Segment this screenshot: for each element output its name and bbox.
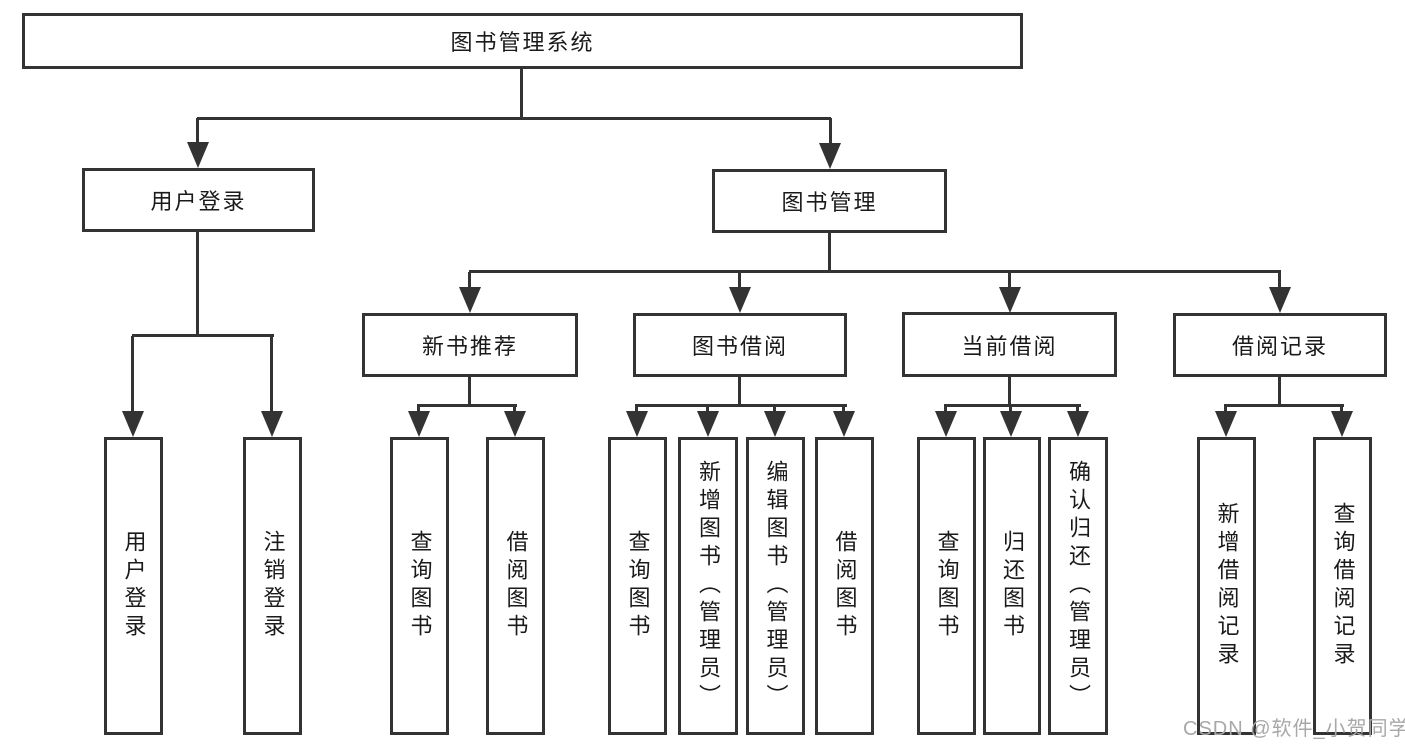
connector-line [706, 406, 709, 414]
connector-line [1278, 377, 1281, 406]
arrowhead-down-icon [408, 411, 430, 437]
connector-line [1008, 377, 1011, 406]
connector-line [1224, 406, 1227, 414]
leaf-add-books-admin: 新增图书（管理员） [678, 437, 738, 735]
arrowhead-down-icon [187, 142, 209, 168]
node-book-borrowing: 图书借阅 [633, 313, 847, 377]
arrowhead-down-icon [819, 143, 841, 169]
arrowhead-down-icon [833, 411, 855, 437]
leaf-borrow-books-2: 借阅图书 [815, 437, 874, 735]
arrowhead-down-icon [999, 287, 1021, 313]
connector-line [469, 270, 1281, 273]
connector-line [417, 406, 420, 414]
connector-line [197, 117, 831, 120]
connector-line [1009, 406, 1012, 414]
watermark: CSDN @软件_小贺同学 [1183, 718, 1405, 740]
connector-line [468, 377, 471, 406]
connector-line [944, 406, 947, 414]
arrowhead-down-icon [764, 411, 786, 437]
connector-line [829, 118, 832, 145]
leaf-borrow-books-1: 借阅图书 [486, 437, 545, 735]
arrowhead-down-icon [1269, 287, 1291, 313]
connector-line [520, 69, 523, 119]
leaf-confirm-return-admin: 确认归还（管理员） [1048, 437, 1108, 735]
leaf-user-login: 用户登录 [104, 437, 163, 735]
arrowhead-down-icon [626, 411, 648, 437]
connector-line [828, 233, 831, 273]
connector-line [196, 232, 199, 336]
arrowhead-down-icon [504, 411, 526, 437]
leaf-edit-books-admin: 编辑图书（管理员） [746, 437, 805, 735]
connector-line [1340, 406, 1343, 414]
connector-line [944, 404, 1081, 407]
leaf-query-borrow-record: 查询借阅记录 [1313, 437, 1372, 735]
connector-line [132, 334, 274, 337]
node-user-login: 用户登录 [82, 168, 315, 232]
connector-line [635, 406, 638, 414]
arrowhead-down-icon [935, 411, 957, 437]
arrowhead-down-icon [1000, 411, 1022, 437]
arrowhead-down-icon [261, 411, 283, 437]
connector-line [738, 272, 741, 290]
arrowhead-down-icon [697, 411, 719, 437]
node-new-book-recommend: 新书推荐 [362, 313, 578, 377]
connector-line [842, 406, 845, 414]
connector-line [468, 272, 471, 290]
connector-line [417, 404, 517, 407]
connector-line [1224, 404, 1344, 407]
arrowhead-down-icon [122, 411, 144, 437]
leaf-add-borrow-record: 新增借阅记录 [1197, 437, 1256, 735]
leaf-query-books-1: 查询图书 [390, 437, 449, 735]
arrowhead-down-icon [1067, 411, 1089, 437]
node-book-management: 图书管理 [712, 169, 947, 233]
connector-line [196, 118, 199, 145]
arrowhead-down-icon [729, 287, 751, 313]
connector-line [773, 406, 776, 414]
leaf-query-books-2: 查询图书 [608, 437, 667, 735]
node-borrowing-records: 借阅记录 [1173, 313, 1387, 377]
connector-line [1008, 272, 1011, 290]
node-current-borrowing: 当前借阅 [902, 312, 1117, 377]
connector-line [1076, 406, 1079, 414]
leaf-return-books: 归还图书 [983, 437, 1041, 735]
connector-line [270, 336, 273, 414]
leaf-query-books-3: 查询图书 [917, 437, 976, 735]
connector-line [1278, 272, 1281, 290]
connector-line [513, 406, 516, 414]
leaf-logout-login: 注销登录 [243, 437, 302, 735]
connector-line [131, 336, 134, 414]
node-library-management-system: 图书管理系统 [22, 13, 1023, 69]
connector-line [738, 377, 741, 406]
arrowhead-down-icon [1215, 411, 1237, 437]
arrowhead-down-icon [1331, 411, 1353, 437]
arrowhead-down-icon [459, 287, 481, 313]
connector-line [635, 404, 847, 407]
